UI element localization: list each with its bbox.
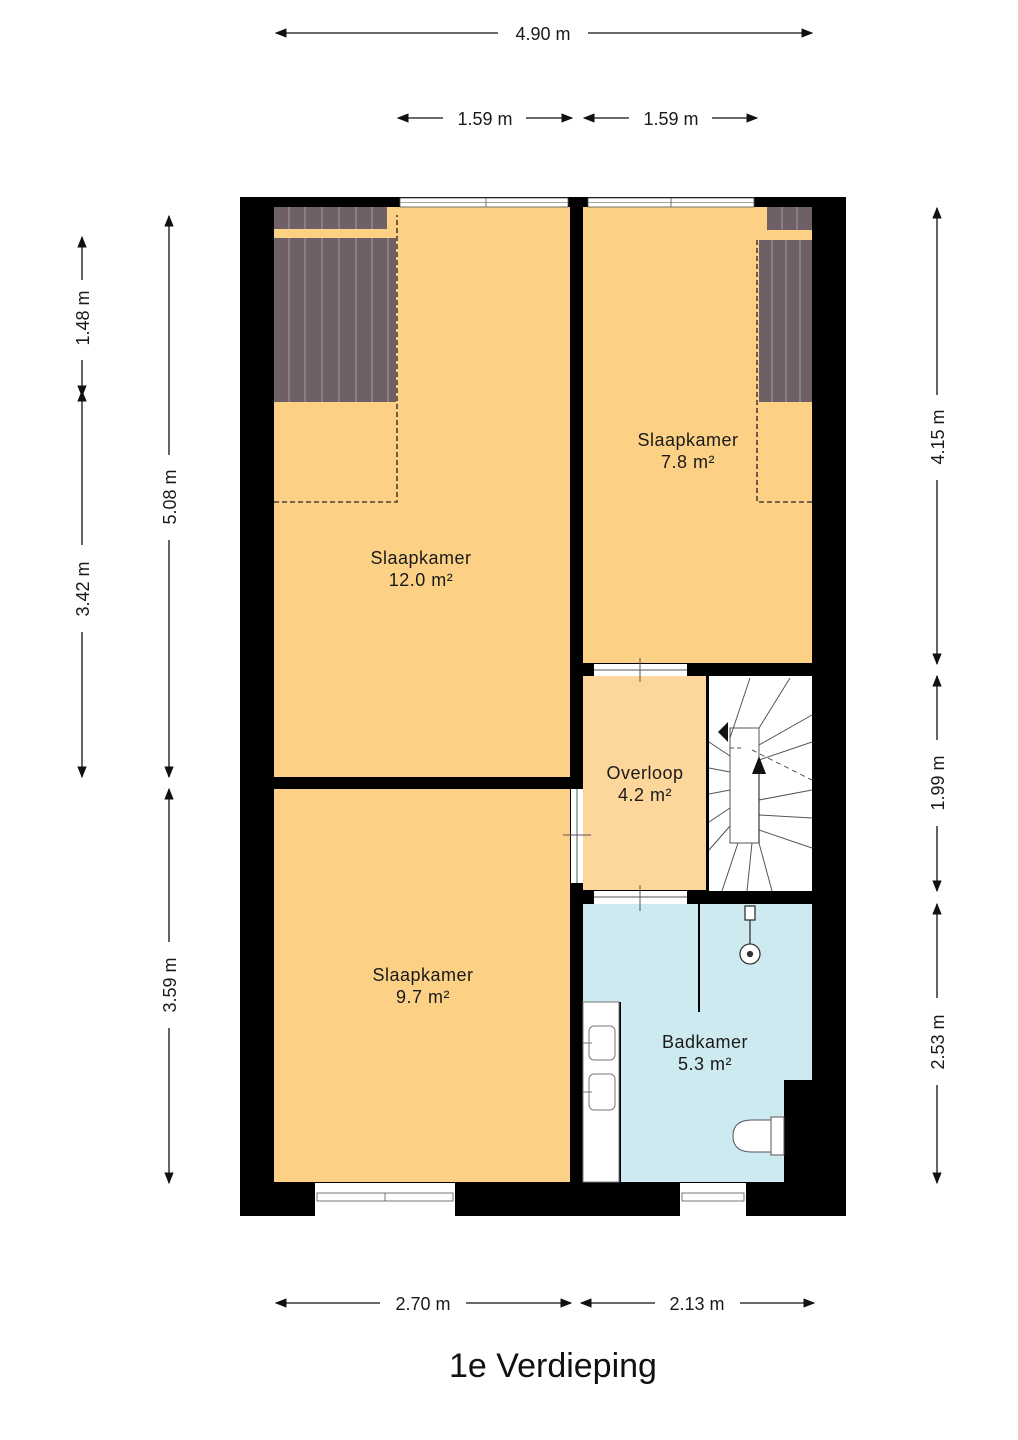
dimension-label: 1.48 m <box>73 290 93 345</box>
sloped-ceiling-right <box>759 207 812 402</box>
dimension-label: 5.08 m <box>160 469 180 524</box>
room-landing <box>583 676 706 890</box>
stairwell <box>708 676 812 891</box>
door-opening <box>594 658 687 682</box>
room-bedroom-bottom <box>274 789 570 1182</box>
dimension-label: 3.59 m <box>160 957 180 1012</box>
shower <box>739 905 761 965</box>
dimension-label: 2.53 m <box>928 1014 948 1069</box>
staircase <box>708 677 813 892</box>
double-sink <box>582 1001 620 1183</box>
door-opening <box>594 885 687 911</box>
dimension-label: 1.59 m <box>643 109 698 129</box>
toilet <box>732 1116 785 1156</box>
room-area: 7.8 m² <box>661 452 715 472</box>
floor-title: 1e Verdieping <box>449 1347 657 1385</box>
room-name: Slaapkamer <box>637 430 738 450</box>
dimension-label: 3.42 m <box>73 561 93 616</box>
dimension-label: 1.59 m <box>457 109 512 129</box>
room-area: 9.7 m² <box>396 987 450 1007</box>
room-name: Slaapkamer <box>370 548 471 568</box>
dimension-label: 4.90 m <box>515 24 570 44</box>
room-name: Badkamer <box>662 1032 748 1052</box>
room-name: Slaapkamer <box>372 965 473 985</box>
dimension-label: 1.99 m <box>928 755 948 810</box>
dimension-label: 2.13 m <box>669 1294 724 1314</box>
window <box>587 197 755 208</box>
sloped-ceiling-left <box>274 207 396 402</box>
dimension-label: 2.70 m <box>395 1294 450 1314</box>
room-area: 5.3 m² <box>678 1054 732 1074</box>
bathroom-niche-wall <box>784 1080 812 1183</box>
window <box>399 197 569 208</box>
dimension-label: 4.15 m <box>928 409 948 464</box>
dashed-ceiling-line <box>274 215 812 503</box>
door-opening <box>563 789 591 883</box>
room-name: Overloop <box>606 763 683 783</box>
window <box>680 1183 746 1216</box>
room-area: 4.2 m² <box>618 785 672 805</box>
room-area: 12.0 m² <box>389 570 454 590</box>
window <box>315 1183 455 1216</box>
